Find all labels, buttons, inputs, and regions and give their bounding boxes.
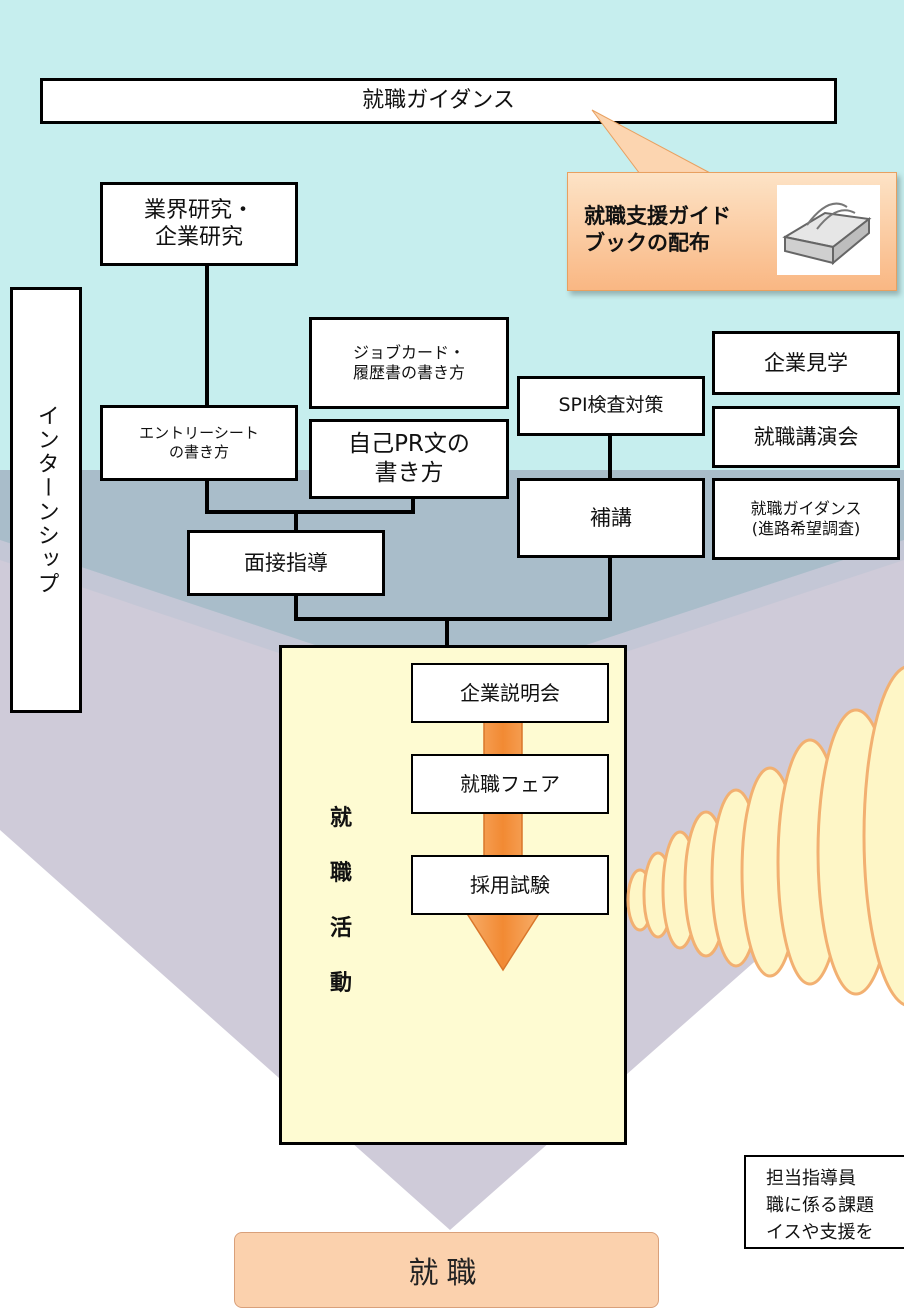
lecture-box: 就職講演会	[712, 406, 900, 468]
company-info-session-box: 企業説明会	[411, 663, 609, 723]
callout-text: 就職支援ガイド ブックの配布	[584, 204, 731, 256]
internship-box: インターンシップ	[10, 287, 82, 713]
connector	[205, 262, 209, 408]
entry-sheet-box: エントリーシート の書き方	[100, 405, 298, 481]
guidebook-callout: 就職支援ガイド ブックの配布	[567, 172, 897, 291]
book-icon	[777, 185, 880, 275]
connector	[608, 434, 612, 480]
spi-box: SPI検査対策	[517, 376, 705, 436]
connector	[411, 496, 415, 514]
label-char: 活	[330, 916, 353, 941]
connector	[294, 594, 298, 620]
connector	[608, 556, 612, 620]
connector	[294, 617, 612, 621]
label-char: 就	[330, 806, 353, 831]
label-char: 職	[330, 861, 353, 886]
job-hunting-label: 就 職 活 動	[330, 800, 352, 997]
interview-box: 面接指導	[187, 530, 385, 596]
label-char: 動	[330, 971, 353, 996]
self-pr-box: 自己PR文の 書き方	[309, 419, 509, 499]
connector	[205, 510, 415, 514]
job-fair-box: 就職フェア	[411, 754, 609, 814]
guidance-survey-box: 就職ガイダンス (進路希望調査)	[712, 478, 900, 560]
supplementary-box: 補講	[517, 478, 705, 558]
guidance-bar: 就職ガイダンス	[40, 78, 837, 124]
advisor-note: 担当指導員 職に係る課題 イスや支援を	[744, 1155, 904, 1249]
recruitment-exam-box: 採用試験	[411, 855, 609, 915]
connector	[294, 512, 298, 532]
industry-research-box: 業界研究・ 企業研究	[100, 182, 298, 266]
employment-result: 就職	[234, 1232, 659, 1308]
company-tour-box: 企業見学	[712, 331, 900, 395]
connector	[445, 619, 449, 647]
connector	[205, 478, 209, 514]
job-card-box: ジョブカード・ 履歴書の書き方	[309, 317, 509, 409]
